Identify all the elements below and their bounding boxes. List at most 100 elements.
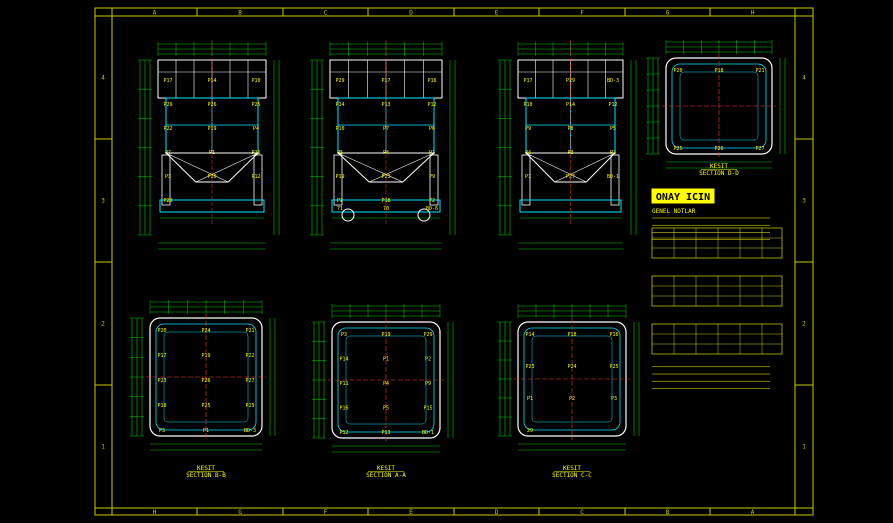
zone-letter-top: H — [751, 10, 755, 17]
hopper-brace — [554, 152, 616, 183]
zone-letter-bottom: F — [324, 509, 328, 516]
part-label: P16 — [609, 332, 618, 338]
part-label: P10 — [523, 102, 532, 108]
leg-right — [429, 154, 439, 206]
part-label: P21 — [245, 328, 254, 334]
part-label: P29 — [335, 78, 344, 84]
part-label: P18 — [381, 198, 390, 204]
part-label: P24 — [567, 364, 576, 370]
notes-table — [651, 275, 783, 307]
part-label: BD-1 — [607, 174, 619, 180]
part-label: P12 — [427, 102, 436, 108]
hopper-brace — [369, 152, 435, 183]
part-label: BD-3 — [244, 428, 256, 434]
part-label: P27 — [566, 174, 575, 180]
zone-number-left: 3 — [101, 198, 105, 205]
part-label: P18 — [714, 68, 723, 74]
section-title: KESIT — [197, 465, 215, 472]
leg-left — [333, 154, 343, 206]
part-label: P1 — [527, 396, 533, 402]
part-label: P20 — [157, 328, 166, 334]
part-label: P3 — [611, 396, 617, 402]
part-label: BD-1 — [422, 430, 434, 436]
part-label: P4 — [383, 150, 389, 156]
part-label: P19 — [207, 126, 216, 132]
notes-table — [651, 323, 783, 355]
part-label: P1 — [525, 174, 531, 180]
part-label: 72 — [429, 198, 435, 204]
part-label: P17 — [523, 78, 532, 84]
part-label: P24 — [201, 328, 210, 334]
part-label: P14 — [207, 78, 216, 84]
part-label: P2 — [610, 150, 616, 156]
part-label: P19 — [335, 174, 344, 180]
leg-left — [521, 154, 531, 206]
part-label: P5 — [337, 150, 343, 156]
approval-stamp-text: ONAY ICIN — [656, 192, 710, 203]
part-label: P26 — [207, 102, 216, 108]
part-label: 29 — [527, 428, 533, 434]
part-label: P28 — [163, 198, 172, 204]
zone-letter-bottom: G — [238, 509, 242, 516]
zone-letter-top: F — [580, 10, 584, 17]
part-label: P10 — [251, 78, 260, 84]
hopper-brace — [195, 152, 259, 183]
part-label: P5 — [383, 406, 389, 412]
approval-stamp — [651, 188, 715, 204]
part-label: P14 — [339, 357, 348, 363]
part-label: 70 — [383, 206, 389, 212]
part-label: P6 — [429, 126, 435, 132]
section-subtitle: SECTION A-A — [366, 472, 406, 479]
part-label: P19 — [381, 332, 390, 338]
part-label: P7 — [165, 150, 171, 156]
part-label: P18 — [567, 332, 576, 338]
part-label: P19 — [201, 353, 210, 359]
part-label: P21 — [755, 68, 764, 74]
part-label: P15 — [423, 406, 432, 412]
part-label: P27 — [755, 146, 764, 152]
part-label: P9 — [525, 126, 531, 132]
part-label: P22 — [245, 353, 254, 359]
part-label: P8 — [567, 126, 573, 132]
part-label: P1 — [203, 428, 209, 434]
section-subtitle: SECTION B-B — [186, 472, 226, 479]
hopper-brace — [337, 152, 403, 183]
section-title: KESIT — [563, 465, 581, 472]
part-label: P9 — [429, 174, 435, 180]
zone-letter-bottom: E — [409, 509, 413, 516]
part-label: P25 — [201, 403, 210, 409]
zone-number-right: 3 — [802, 198, 806, 205]
part-label: P22 — [163, 126, 172, 132]
part-label: P29 — [163, 102, 172, 108]
leg-right — [253, 154, 263, 206]
part-label: P1 — [383, 357, 389, 363]
part-label: P16 — [339, 406, 348, 412]
zone-number-right: 2 — [802, 321, 806, 328]
part-label: P25 — [673, 146, 682, 152]
wheel-right — [417, 208, 431, 222]
part-label: P13 — [381, 102, 390, 108]
part-label: P26 — [714, 146, 723, 152]
part-label: P10 — [335, 126, 344, 132]
part-label: P14 — [335, 102, 344, 108]
part-label: P1 — [209, 150, 215, 156]
part-label: P29 — [423, 332, 432, 338]
zone-letter-top: G — [666, 10, 670, 17]
wheel-left — [341, 208, 355, 222]
part-label: P11 — [339, 381, 348, 387]
hopper-brace — [165, 152, 229, 183]
leg-left — [161, 154, 171, 206]
section-subtitle: SECTION C-C — [552, 472, 592, 479]
part-label: P5 — [610, 126, 616, 132]
part-label: P26 — [201, 378, 210, 384]
part-label: P21 — [251, 150, 260, 156]
